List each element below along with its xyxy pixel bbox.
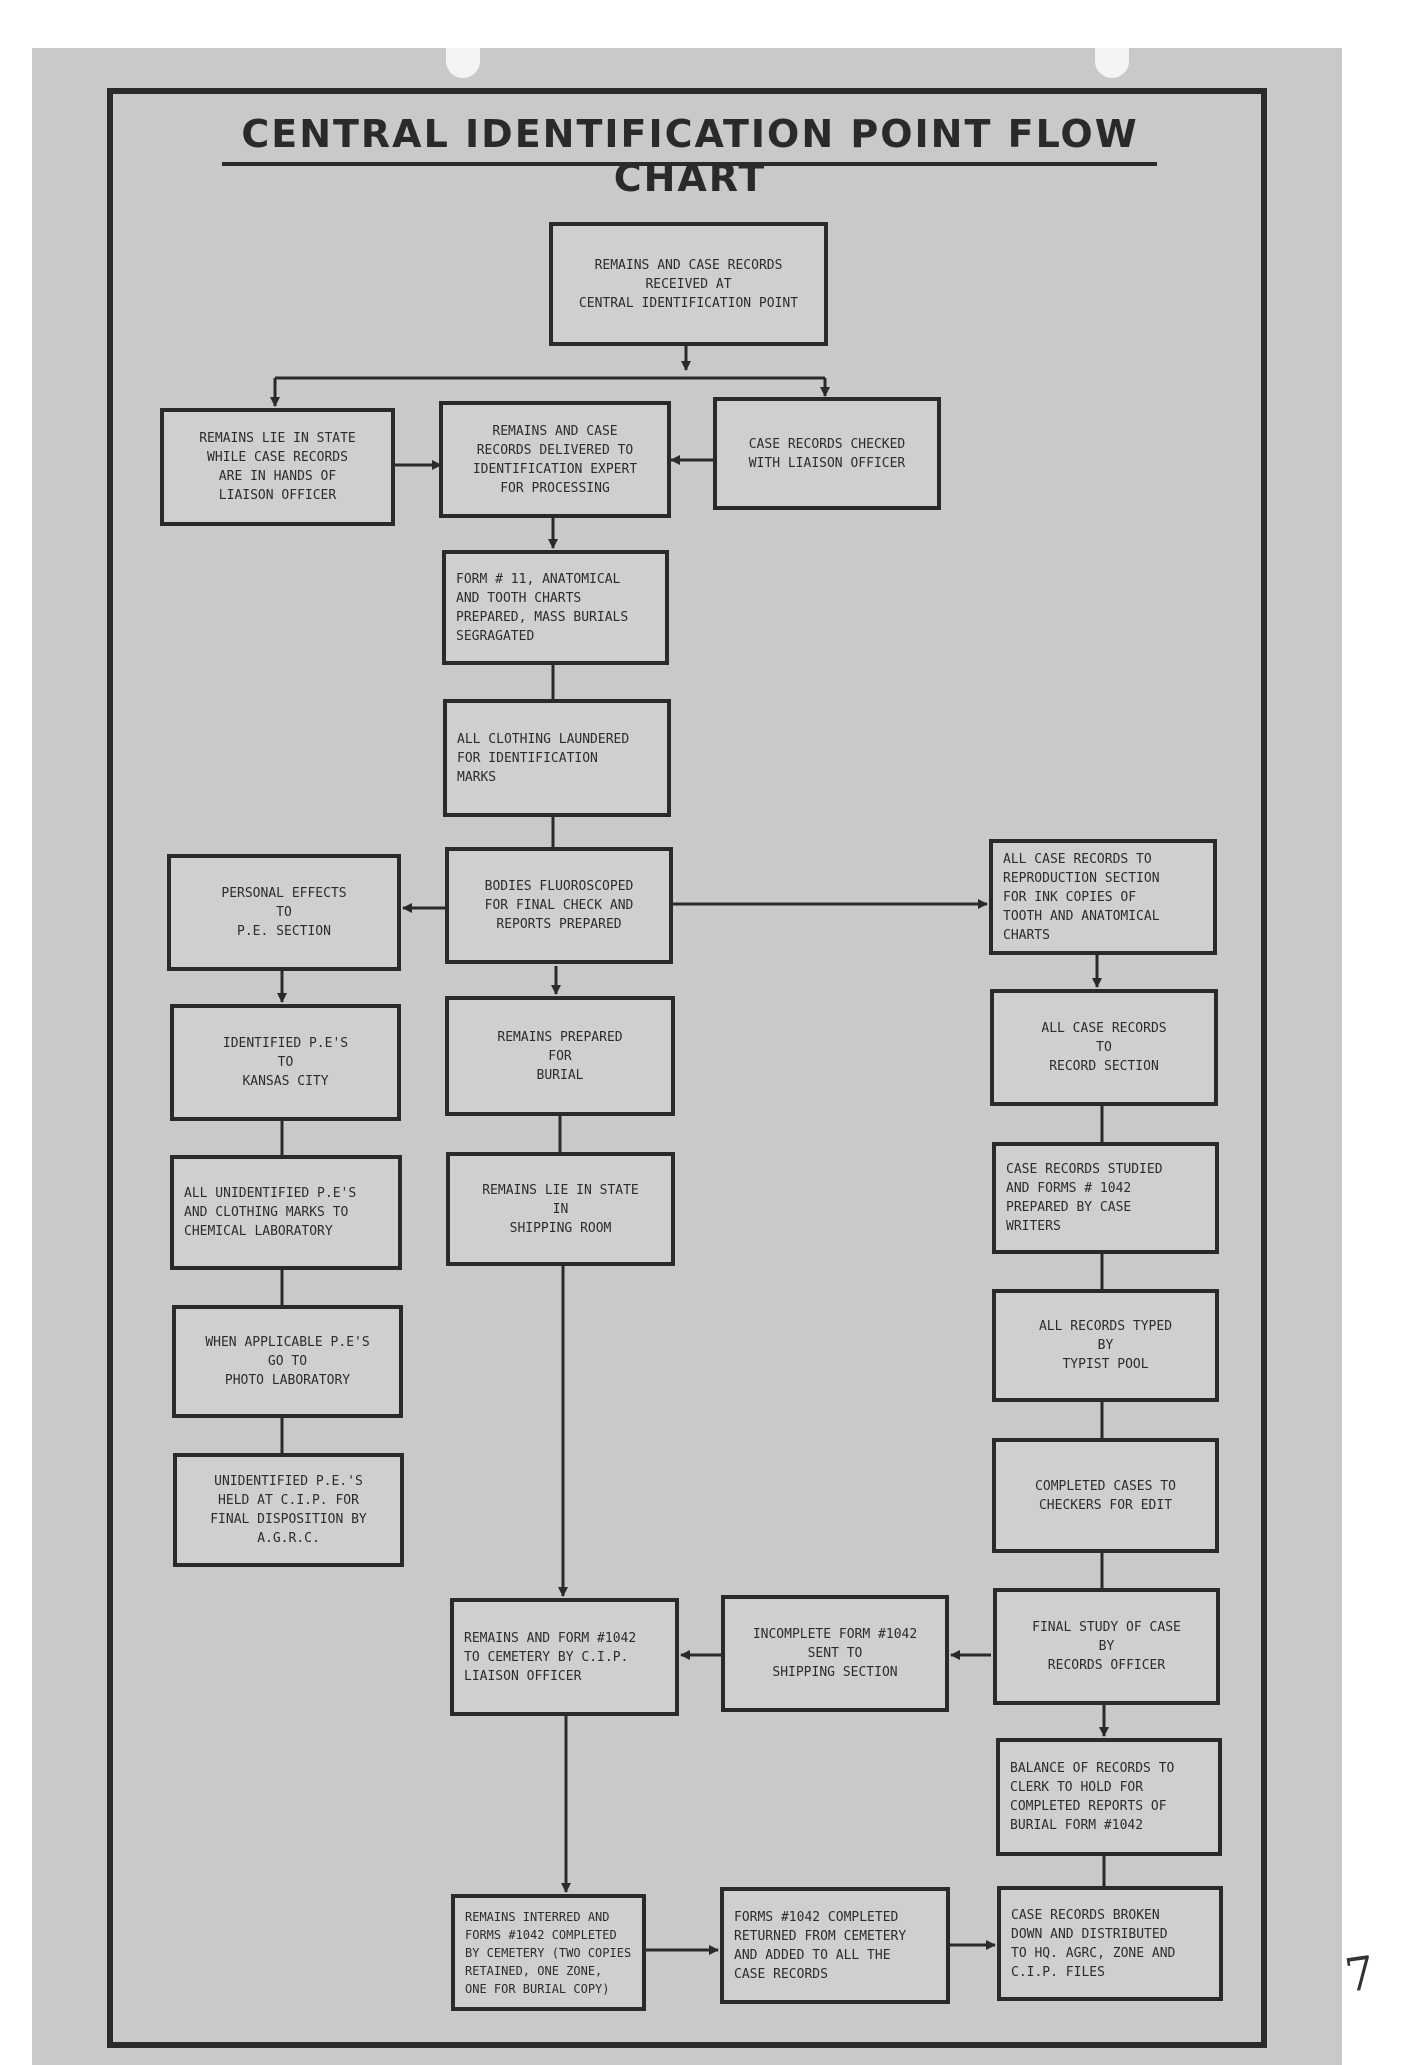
node-typed: ALL RECORDS TYPED BY TYPIST POOL	[992, 1289, 1219, 1402]
node-forms-completed: FORMS #1042 COMPLETED RETURNED FROM CEME…	[720, 1887, 950, 2004]
node-record-section: ALL CASE RECORDS TO RECORD SECTION	[990, 989, 1218, 1106]
node-unidentified-pe: ALL UNIDENTIFIED P.E'S AND CLOTHING MARK…	[170, 1155, 402, 1270]
chart-frame	[107, 88, 1267, 2048]
node-held-cip: UNIDENTIFIED P.E.'S HELD AT C.I.P. FOR F…	[173, 1453, 404, 1567]
node-interred: REMAINS INTERRED AND FORMS #1042 COMPLET…	[451, 1894, 646, 2011]
node-shipping-room: REMAINS LIE IN STATE IN SHIPPING ROOM	[446, 1152, 675, 1266]
node-identified-pe: IDENTIFIED P.E'S TO KANSAS CITY	[170, 1004, 401, 1121]
node-checked: CASE RECORDS CHECKED WITH LIAISON OFFICE…	[713, 397, 941, 510]
node-laundered: ALL CLOTHING LAUNDERED FOR IDENTIFICATIO…	[443, 699, 671, 817]
node-balance: BALANCE OF RECORDS TO CLERK TO HOLD FOR …	[996, 1738, 1222, 1856]
node-broken-down: CASE RECORDS BROKEN DOWN AND DISTRIBUTED…	[997, 1886, 1223, 2001]
node-photo-lab: WHEN APPLICABLE P.E'S GO TO PHOTO LABORA…	[172, 1305, 403, 1418]
handwritten-margin-note: 7	[1341, 1945, 1379, 2003]
title-underline	[222, 162, 1157, 166]
node-form11: FORM # 11, ANATOMICAL AND TOOTH CHARTS P…	[442, 550, 669, 665]
punch-hole-right	[1095, 48, 1129, 78]
node-incomplete: INCOMPLETE FORM #1042 SENT TO SHIPPING S…	[721, 1595, 949, 1712]
node-fluoroscoped: BODIES FLUOROSCOPED FOR FINAL CHECK AND …	[445, 847, 673, 964]
node-received: REMAINS AND CASE RECORDS RECEIVED AT CEN…	[549, 222, 828, 346]
node-final-study: FINAL STUDY OF CASE BY RECORDS OFFICER	[993, 1588, 1220, 1705]
node-remains-prepared: REMAINS PREPARED FOR BURIAL	[445, 996, 675, 1116]
node-checkers: COMPLETED CASES TO CHECKERS FOR EDIT	[992, 1438, 1219, 1553]
node-studied: CASE RECORDS STUDIED AND FORMS # 1042 PR…	[992, 1142, 1219, 1254]
node-to-cemetery: REMAINS AND FORM #1042 TO CEMETERY BY C.…	[450, 1598, 679, 1716]
node-lie-in-state: REMAINS LIE IN STATE WHILE CASE RECORDS …	[160, 408, 395, 526]
node-personal-effects: PERSONAL EFFECTS TO P.E. SECTION	[167, 854, 401, 971]
punch-hole-left	[446, 48, 480, 78]
node-reproduction: ALL CASE RECORDS TO REPRODUCTION SECTION…	[989, 839, 1217, 955]
node-delivered: REMAINS AND CASE RECORDS DELIVERED TO ID…	[439, 401, 671, 518]
